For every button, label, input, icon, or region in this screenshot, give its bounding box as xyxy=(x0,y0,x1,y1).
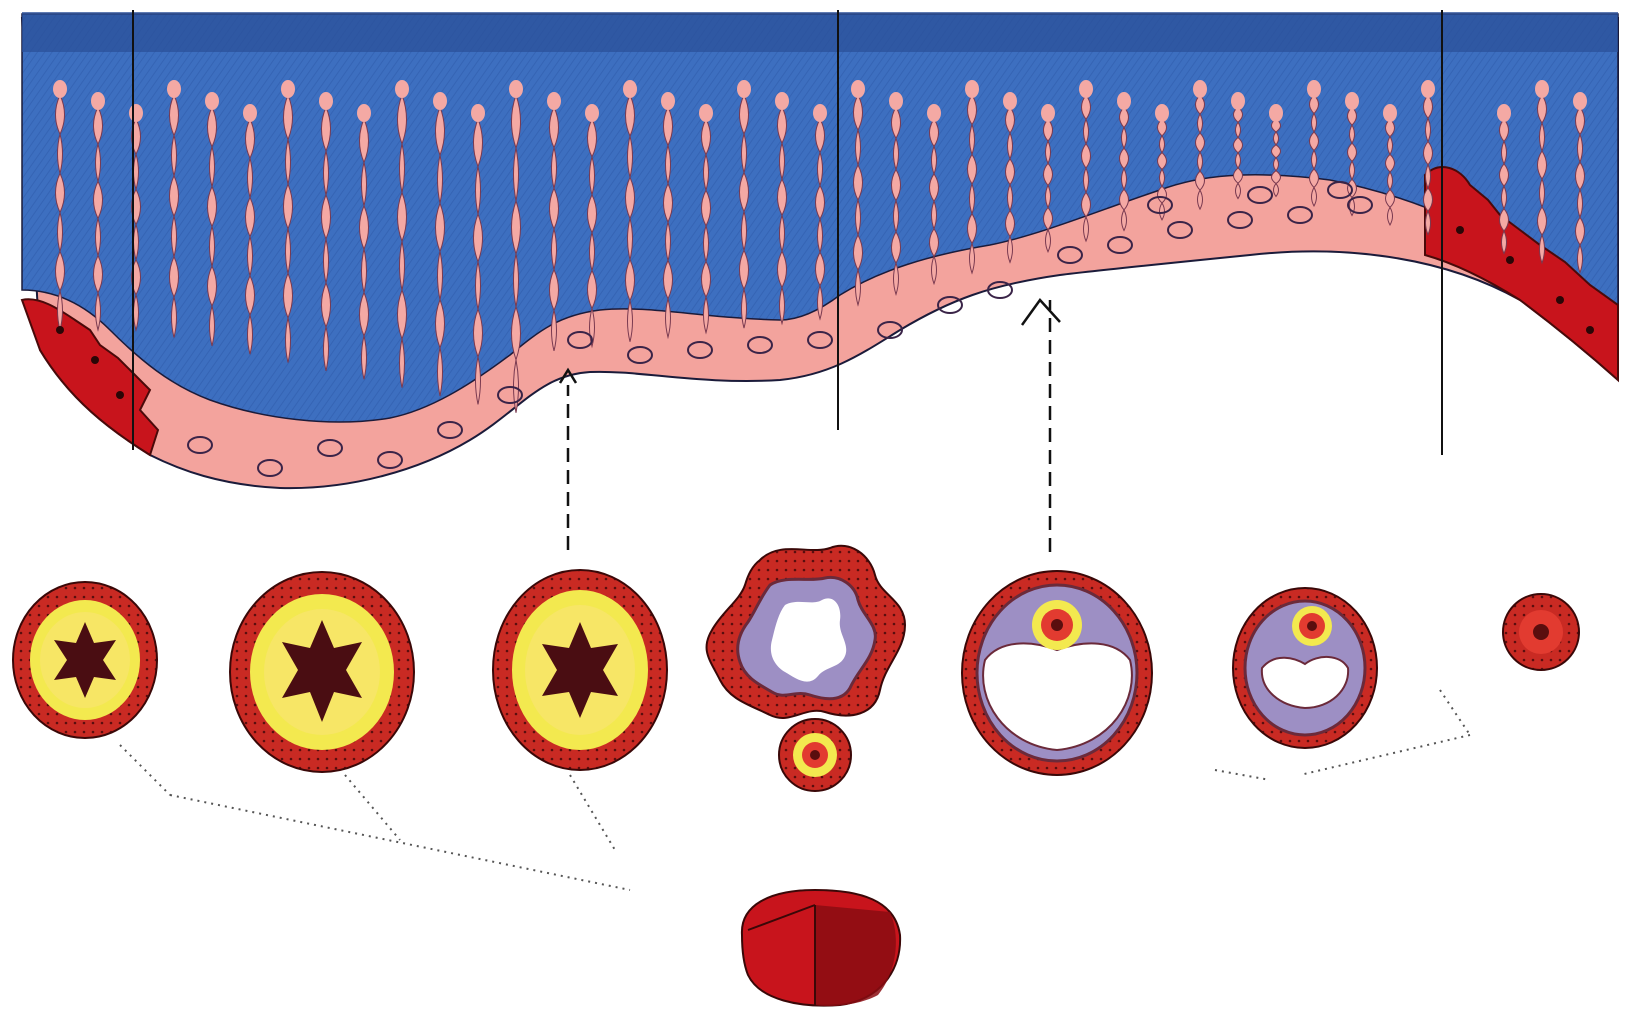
corpus-luteum-medium xyxy=(1233,588,1377,748)
gland-opening xyxy=(737,80,751,98)
gland-opening xyxy=(471,104,485,122)
gland-opening xyxy=(395,80,409,98)
gland-opening xyxy=(623,80,637,98)
ovary-cycle-row xyxy=(13,546,1579,791)
gland-opening xyxy=(1421,80,1435,98)
source-facet xyxy=(815,905,896,1006)
gland-opening xyxy=(547,92,561,110)
gland-opening xyxy=(1231,92,1245,110)
gland-opening xyxy=(1307,80,1321,98)
gland-opening xyxy=(1155,104,1169,122)
gland-opening xyxy=(775,92,789,110)
gland-opening xyxy=(927,104,941,122)
gland-opening xyxy=(813,104,827,122)
gland-opening xyxy=(319,92,333,110)
gland-opening xyxy=(243,104,257,122)
gland-opening xyxy=(585,104,599,122)
gland-opening xyxy=(1079,80,1093,98)
gland-opening xyxy=(1383,104,1397,122)
gland-opening xyxy=(661,92,675,110)
follicle-stage-2 xyxy=(230,572,414,772)
gland-opening xyxy=(1269,104,1283,122)
gland-opening xyxy=(91,92,105,110)
gland-opening xyxy=(53,80,67,98)
gland-opening xyxy=(167,80,181,98)
gland-opening xyxy=(1497,104,1511,122)
gland-opening xyxy=(699,104,713,122)
follicle-stage-1 xyxy=(13,582,157,738)
gland-opening xyxy=(965,80,979,98)
gland-opening xyxy=(851,80,865,98)
gland-opening xyxy=(1041,104,1055,122)
gland-opening xyxy=(1345,92,1359,110)
follicle-stage-3 xyxy=(493,570,667,770)
gland-opening xyxy=(1117,92,1131,110)
gland-opening xyxy=(357,104,371,122)
gland-opening xyxy=(509,80,523,98)
arrow-head-2 xyxy=(1022,300,1060,325)
gland-opening xyxy=(1193,80,1207,98)
corpus-luteum-source xyxy=(742,890,900,1006)
endometrium-section xyxy=(22,12,1618,488)
gland-opening xyxy=(129,104,143,122)
corpus-luteum-small xyxy=(1503,594,1579,670)
gland-opening xyxy=(1535,80,1549,98)
ovulating-follicle xyxy=(707,546,905,791)
gland-opening xyxy=(1573,92,1587,110)
gland-opening xyxy=(1003,92,1017,110)
gland-opening xyxy=(433,92,447,110)
gland-opening xyxy=(889,92,903,110)
surface-epithelium xyxy=(22,12,1618,52)
corpus-luteum-large xyxy=(962,571,1152,775)
gland-opening xyxy=(281,80,295,98)
gland-opening xyxy=(205,92,219,110)
